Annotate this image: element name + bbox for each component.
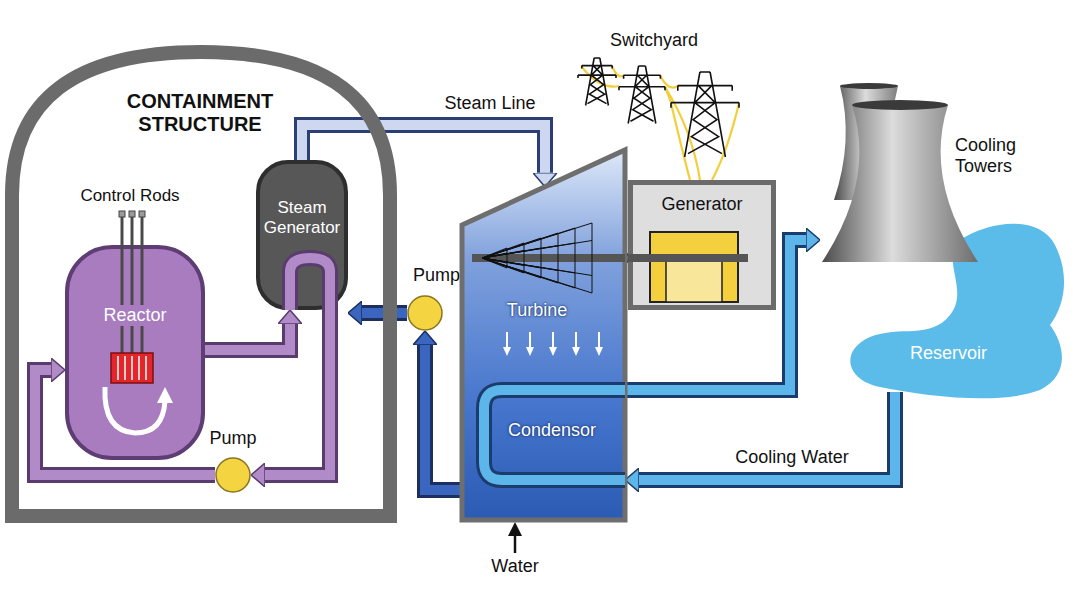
turbine-outline <box>462 150 625 520</box>
steam-flow-arrow-head <box>595 347 603 356</box>
reactor-vessel <box>67 247 203 458</box>
steam-flow-arrow-head <box>549 347 557 356</box>
fuel-rod <box>131 356 133 380</box>
pipe-fill <box>265 310 330 475</box>
turbine-blade <box>482 243 524 273</box>
control-rod <box>141 215 144 355</box>
fuel-rod <box>138 356 140 380</box>
reactor-vessel: Reactor <box>65 245 205 460</box>
generator-shaft <box>628 254 748 262</box>
containment-wall <box>12 52 390 516</box>
pipe <box>290 258 330 310</box>
node-label: Reservoir <box>910 343 1010 364</box>
fuel-rod <box>124 356 126 380</box>
node-label: Turbine <box>482 300 592 321</box>
pipe-outline <box>302 125 545 173</box>
reservoir-water <box>850 224 1064 399</box>
pipe-label: Steam Line <box>440 93 540 114</box>
steam-flow-arrow <box>552 332 554 348</box>
containment-structure: CONTAINMENT STRUCTURE Reactor Steam Genera… <box>5 45 397 523</box>
cooling-tower-top <box>840 83 898 89</box>
node-label: Reactor <box>100 305 170 326</box>
pipe-outline <box>205 324 290 350</box>
fuel-rod <box>117 356 119 380</box>
turbine-blade <box>482 228 575 288</box>
flow-arrow <box>105 387 165 433</box>
generator: Generator <box>628 180 776 310</box>
node-label: Steam Generator <box>258 198 346 237</box>
turbine-blade <box>482 238 541 278</box>
part-label: Water <box>485 556 545 577</box>
pipe-fill <box>425 345 462 490</box>
control-rod-cap <box>139 211 145 217</box>
part-label: Switchyard <box>610 30 720 51</box>
pylon-tower <box>578 58 739 157</box>
node-label: Condensor <box>492 420 612 441</box>
pump-symbol <box>407 295 443 331</box>
node-label: Cooling Towers <box>955 135 1020 176</box>
flow-arrow-head <box>157 387 173 403</box>
steam-flow-arrow <box>506 332 508 348</box>
steam-flow-arrow <box>529 332 531 348</box>
control-rod-cap <box>129 211 135 217</box>
pump-circle <box>408 296 442 330</box>
cooling-tower-top <box>852 100 948 110</box>
pipe-outline <box>265 310 330 475</box>
water-inlet-arrow <box>508 522 522 553</box>
turbine-blade <box>482 223 592 293</box>
steam-flow-arrow-head <box>526 347 534 356</box>
pump: Pump <box>200 428 266 494</box>
pipe-outline <box>425 345 462 490</box>
pipe <box>484 390 625 480</box>
pump-symbol <box>215 457 251 493</box>
generator-core <box>666 260 722 302</box>
steam-flow-arrow <box>598 332 600 348</box>
turbine-blade <box>482 233 558 283</box>
control-rod <box>121 215 124 355</box>
node-label: Generator <box>628 194 776 215</box>
pump-circle <box>216 458 250 492</box>
pipe-connector <box>265 310 330 475</box>
cooling-towers: Cooling Towers <box>805 80 1020 265</box>
generator-body <box>650 232 738 302</box>
steam-generator: Steam Generator <box>256 160 348 310</box>
cooling-tower <box>822 105 978 262</box>
pipe-connector <box>425 345 462 490</box>
region-heading: CONTAINMENT STRUCTURE <box>100 90 300 136</box>
pipe <box>290 258 330 310</box>
pipe-label: Cooling Water <box>722 447 862 468</box>
pipe-fill <box>302 125 545 173</box>
pipe-fill <box>205 324 290 350</box>
steam-flow-arrow-head <box>503 347 511 356</box>
pipe-outline <box>639 392 895 480</box>
turbine-housing <box>462 150 625 520</box>
pipe-fill <box>639 392 895 480</box>
turbine-condenser: TurbineCondensor <box>462 150 625 520</box>
reactor-core <box>111 353 153 383</box>
steam-flow-arrow <box>575 332 577 348</box>
steam-flow-arrow-head <box>572 347 580 356</box>
fuel-rod <box>145 356 147 380</box>
part-label: Control Rods <box>70 186 190 206</box>
control-rod <box>131 215 134 355</box>
pipe-connector <box>302 125 545 173</box>
node-label: Pump <box>200 428 266 449</box>
reactor-outline <box>65 245 205 460</box>
control-rod-cap <box>119 211 125 217</box>
pipe <box>484 390 625 480</box>
pipe-connector <box>639 392 895 480</box>
pipe-connector <box>205 324 290 350</box>
